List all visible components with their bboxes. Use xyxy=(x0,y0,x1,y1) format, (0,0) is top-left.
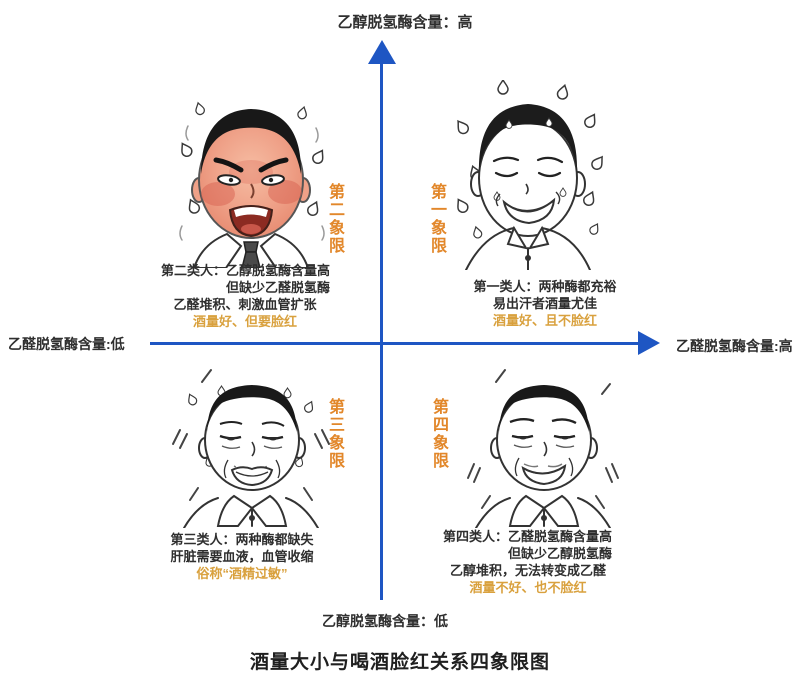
flushed-angry-man-illustration xyxy=(177,101,328,268)
up-arrowhead-icon xyxy=(368,40,396,64)
hair xyxy=(207,385,297,432)
dazed-mouth xyxy=(514,457,574,486)
happy-eyes xyxy=(492,156,564,178)
highlight-line: 酒量好、但要脸红 xyxy=(192,314,297,329)
angry-eyes xyxy=(217,174,285,186)
quadrant-1-description: 第一类人：两种酶都充裕 易出汗者酒量尤佳 酒量好、且不脸红 xyxy=(420,278,670,329)
quadrant-3-description: 第三类人：两种酶都缺失 肝脏需要血液，血管收缩 俗称“酒精过敏” xyxy=(117,531,367,582)
drowsy-eyes xyxy=(509,418,577,448)
quadrant-1-label: 第一象限 xyxy=(428,183,445,255)
drowsy-eyes xyxy=(219,421,285,449)
tremble-lines xyxy=(467,369,619,509)
right-arrowhead-icon xyxy=(638,331,660,355)
pale-trembling-man-illustration xyxy=(172,369,330,528)
axis-label-top: 乙醇脱氢酶含量：高 xyxy=(337,14,473,31)
axis-label-right: 乙醛脱氢酶含量:高 xyxy=(676,338,793,354)
quadrant-2-label: 第二象限 xyxy=(326,183,343,255)
highlight-line: 酒量好、且不脸红 xyxy=(492,313,597,328)
quadrant-2-description: 第二类人：乙醇脱氢酶含量高 但缺少乙醛脱氢酶 乙醛堆积、刺激血管扩张 酒量好、但… xyxy=(115,262,375,330)
description-line: 但缺少乙醛脱氢酶 xyxy=(225,280,330,295)
sweating-smiling-man-illustration xyxy=(453,80,607,270)
description-line: 肝脏需要血液，血管收缩 xyxy=(170,549,314,564)
tremble-lines xyxy=(172,369,330,501)
quadrant-4-description: 第四类人：乙醛脱氢酶含量高 但缺少乙醇脱氢酶 乙醇堆积，无法转变成乙醛 酒量不好… xyxy=(403,528,653,596)
description-line: 乙醛堆积、刺激血管扩张 xyxy=(173,297,317,312)
description-line: 第四类人：乙醛脱氢酶含量高 xyxy=(442,529,612,544)
description-line: 易出汗者酒量尤佳 xyxy=(492,296,597,311)
nose xyxy=(250,183,255,199)
description-line: 但缺少乙醇脱氢酶 xyxy=(507,546,612,561)
hair xyxy=(499,385,589,432)
hair xyxy=(201,109,302,174)
horizontal-axis-line xyxy=(150,342,640,345)
polo-collar xyxy=(475,494,611,528)
description-line: 第二类人：乙醇脱氢酶含量高 xyxy=(160,263,330,278)
weary-mouth xyxy=(223,459,281,487)
quadrant-4-label: 第四象限 xyxy=(430,398,447,470)
suit-and-tie xyxy=(192,232,310,268)
axis-label-bottom: 乙醇脱氢酶含量：低 xyxy=(322,613,448,629)
nose xyxy=(525,183,529,195)
nose xyxy=(251,441,256,457)
dazed-drowsy-man-illustration xyxy=(467,369,619,528)
shouting-mouth xyxy=(228,205,274,238)
hair xyxy=(478,104,578,172)
vertical-axis-line xyxy=(380,60,383,600)
tremble-lines xyxy=(179,125,325,241)
description-line: 第三类人：两种酶都缺失 xyxy=(170,532,314,547)
description-line: 乙醇堆积，无法转变成乙醛 xyxy=(449,563,606,578)
angry-brows xyxy=(213,157,289,173)
shirt-collar xyxy=(465,225,591,270)
description-line: 第一类人：两种酶都充裕 xyxy=(473,279,617,294)
highlight-line: 俗称“酒精过敏” xyxy=(196,566,288,581)
chart-title: 酒量大小与喝酒脸红关系四象限图 xyxy=(249,652,550,673)
smiling-mouth xyxy=(495,191,561,225)
quadrant-3-label: 第三象限 xyxy=(326,398,343,470)
cheek-blush xyxy=(201,160,302,206)
polo-collar xyxy=(183,494,319,528)
axis-label-left: 乙醛脱氢酶含量:低 xyxy=(8,336,125,352)
nose xyxy=(543,441,548,457)
highlight-line: 酒量不好、也不脸红 xyxy=(469,580,587,595)
